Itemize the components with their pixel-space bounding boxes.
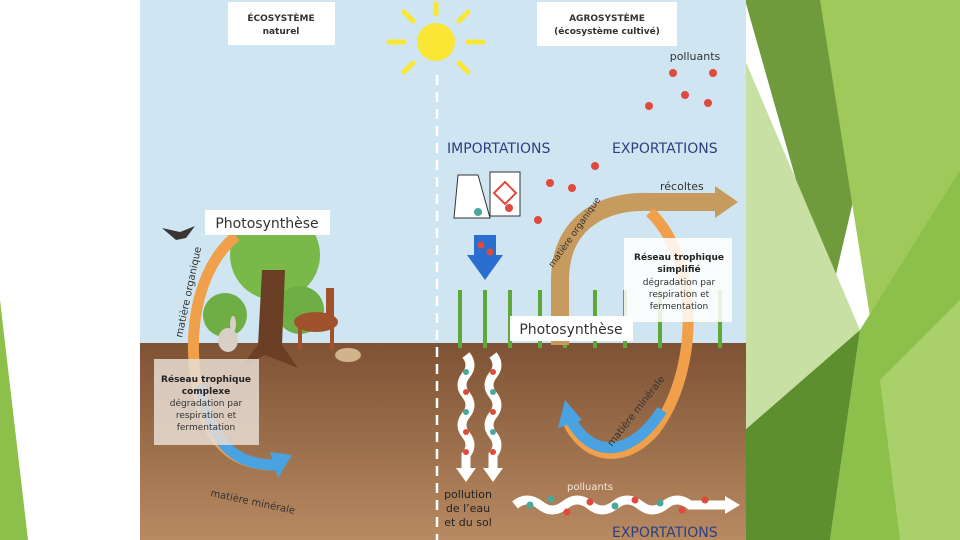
photosynthesis-box-natural [205,210,330,235]
mineral-flow-blue [565,406,667,454]
pollution-line-3: et du sol [444,516,492,529]
food-web-subtitle-agro: simplifié [657,264,700,275]
green-shape-6 [880,300,960,540]
degradation-line-3: fermentation [177,423,236,433]
natural-title: ÉCOSYSTÈME [247,12,314,24]
rabbit-icon [218,316,238,352]
food-web-box-natural [154,359,259,445]
pollution-line-2: de l’eau [446,502,490,515]
exports-label-bottom: EXPORTATIONS [612,525,718,540]
deer-icon [294,288,338,350]
photosynthesis-label-agro: Photosynthèse [519,322,622,338]
soil-export-arrow-head [725,496,740,514]
pesticide-can-icon [489,171,521,217]
photosynthesis-label-natural: Photosynthèse [215,216,318,232]
pollutants-air-label: polluants [670,50,721,63]
harvest-flow-arrow [551,192,718,345]
ecosystem-agrosystem-diagram: ÉCOSYSTÈME naturel Photosynthèse matière… [140,0,746,540]
sun-icon [386,1,486,75]
pollutants-soil-label: polluants [567,482,613,493]
green-shape-3 [820,0,960,380]
natural-subtitle: naturel [263,27,300,37]
agro-title: AGROSYSTÈME [569,12,645,24]
natural-title-box [228,2,335,45]
food-web-subtitle-natural: complexe [182,387,230,397]
degradation-line-2: respiration et [176,411,237,421]
imports-label: IMPORTATIONS [447,141,551,157]
photosynthesis-box-agro [510,316,633,341]
fertilizer-bag-icon [453,174,491,219]
arrow-head [270,452,292,478]
food-web-title-natural: Réseau trophique [161,374,251,385]
degradation-line-1: dégradation par [170,398,243,409]
mouse-icon [335,348,361,362]
soil-pollutant-dots [463,369,709,516]
green-shape-2 [745,60,860,430]
import-arrow [467,235,503,280]
food-web-box-agro [624,238,732,322]
agro-subtitle: (écosystème cultivé) [554,26,660,37]
green-shape-5 [745,330,860,540]
agro-title-box [537,2,677,46]
exports-label-top: EXPORTATIONS [612,141,718,157]
degradation-line-3-agro: fermentation [650,302,709,312]
green-triangle-left [0,300,28,540]
harvest-label: récoltes [660,180,704,193]
harvest-arrow-head [715,186,738,218]
air-pollutant-dots [534,69,717,224]
arrow-head-agro [558,400,582,428]
leach-arrow-head-2 [483,468,503,482]
food-web-title-agro: Réseau trophique [634,252,724,263]
bird-icon [162,226,195,240]
degradation-line-1-agro: dégradation par [643,277,716,288]
leach-arrow-head-1 [456,468,476,482]
degradation-line-2-agro: respiration et [649,290,710,300]
soil-export-arrow [512,495,728,515]
pollution-line-1: pollution [444,488,492,501]
